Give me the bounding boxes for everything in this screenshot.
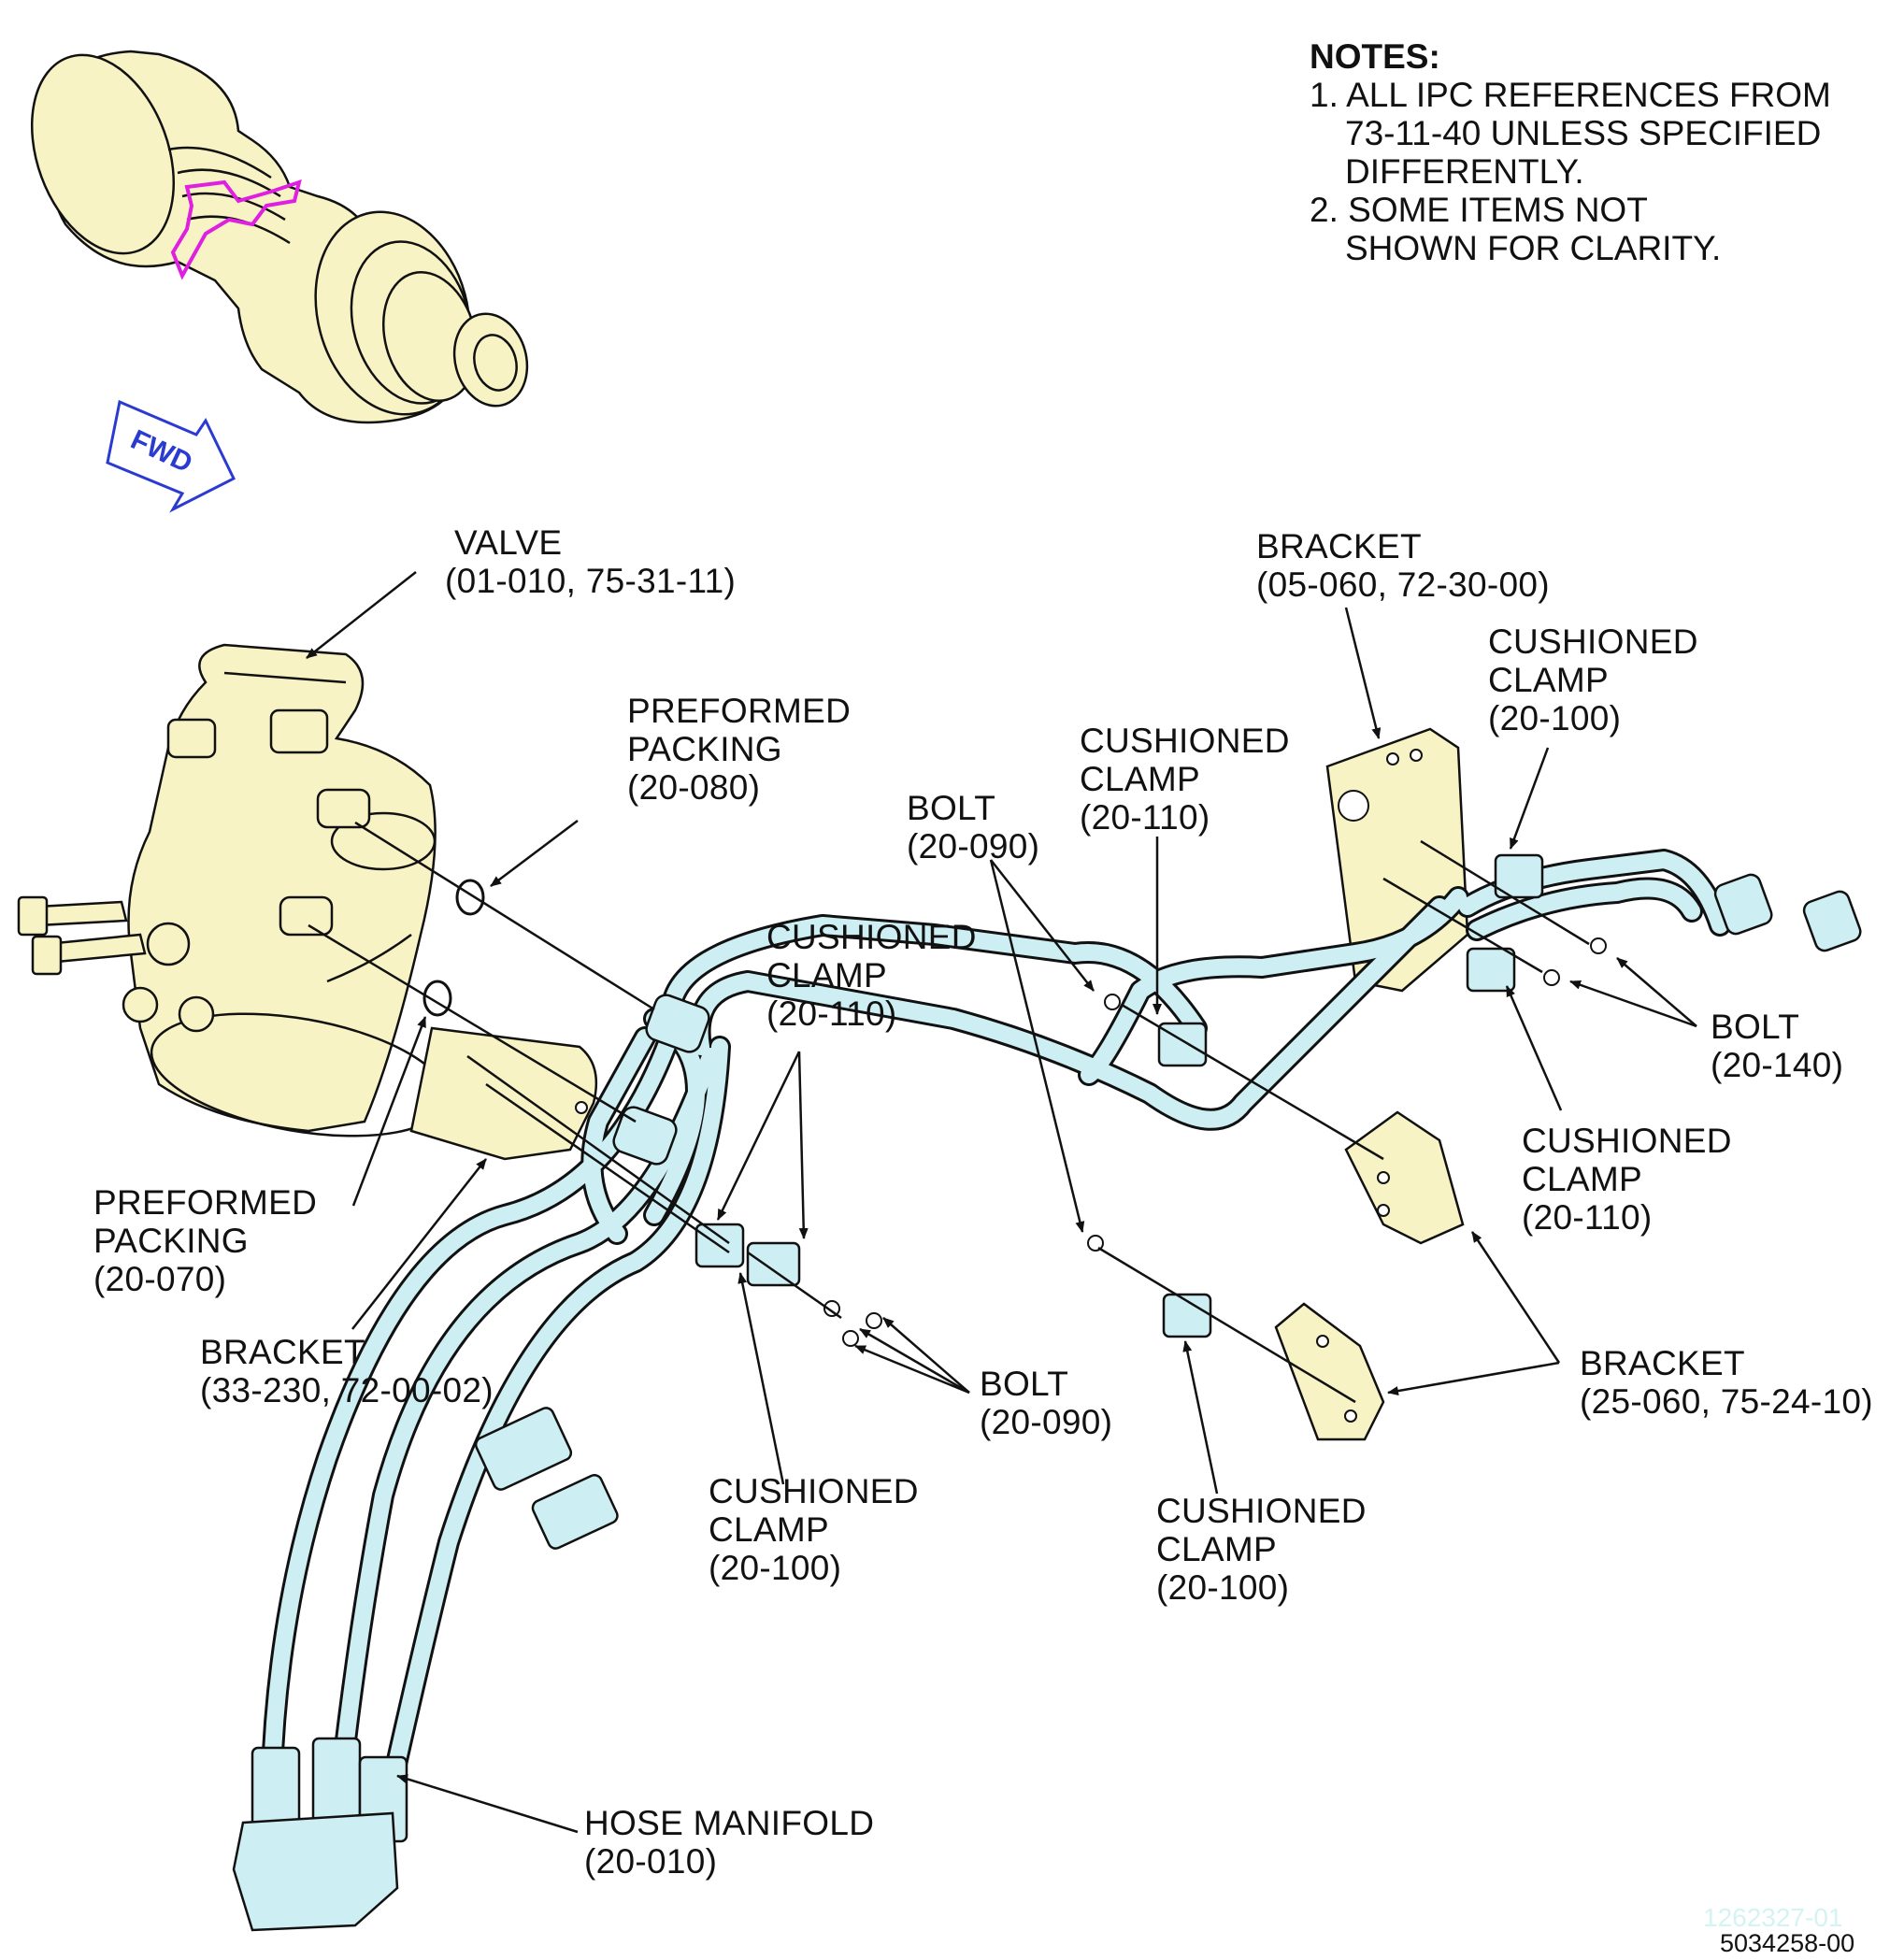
callout-bracket-25-060: BRACKET (25-060, 75-24-10) [1580, 1344, 1873, 1421]
callout-clamp-110-mid-l1: CUSHIONED [1080, 722, 1290, 760]
highlight-outline [170, 179, 302, 280]
callout-bracket-33-230-l1: BRACKET [200, 1333, 365, 1371]
callout-clamp-100-left-l1: CUSHIONED [709, 1472, 919, 1510]
callout-bolt-090-bottom-l2: (20-090) [980, 1403, 1113, 1441]
callout-clamp-100-top-l2: CLAMP [1488, 661, 1609, 699]
bracket-25-060-lower [1274, 1302, 1385, 1441]
callout-clamp-100-right-l3: (20-100) [1156, 1568, 1290, 1607]
callout-clamp-110-right-l3: (20-110) [1522, 1198, 1653, 1237]
callout-bolt-090-top-l1: BOLT [907, 789, 996, 827]
callout-bolt-090-bottom: BOLT (20-090) [980, 1365, 1112, 1441]
callout-hose-manifold-l2: (20-010) [584, 1842, 718, 1881]
callout-bracket-33-230: BRACKET (33-230, 72-00-02) [200, 1333, 494, 1409]
callout-clamp-100-right-l2: CLAMP [1156, 1530, 1277, 1568]
callout-clamp-100-right-l1: CUSHIONED [1156, 1492, 1367, 1530]
callout-clamp-110-left-l3: (20-110) [766, 994, 897, 1033]
callout-valve-ref: (01-010, 75-31-11) [445, 562, 737, 600]
note-1-line-3: DIFFERENTLY. [1345, 152, 1584, 191]
callout-bracket-25-060-l2: (25-060, 75-24-10) [1580, 1382, 1873, 1421]
callout-bolt-140-l1: BOLT [1711, 1008, 1800, 1046]
callout-bolt-140: BOLT (20-140) [1711, 1008, 1843, 1084]
callout-bracket-05-060: BRACKET (05-060, 72-30-00) [1256, 527, 1550, 604]
callout-packing-080-l3: (20-080) [627, 768, 761, 807]
note-2-line-2: SHOWN FOR CLARITY. [1345, 229, 1722, 267]
callout-clamp-100-left-l3: (20-100) [709, 1549, 842, 1587]
preformed-packing-070 [422, 980, 452, 1017]
callout-clamp-110-left: CUSHIONED CLAMP (20-110) [766, 918, 977, 1033]
callout-valve-name: VALVE [454, 523, 563, 562]
callout-clamp-100-top-l3: (20-100) [1488, 699, 1622, 737]
callout-valve: VALVE (01-010, 75-31-11) [445, 523, 736, 600]
preformed-packing-080 [455, 879, 485, 916]
note-2-line-1: 2. SOME ITEMS NOT [1310, 191, 1648, 229]
callout-packing-080: PREFORMED PACKING (20-080) [627, 692, 851, 807]
tube-assemblies [260, 849, 1731, 1834]
callout-clamp-100-top: CUSHIONED CLAMP (20-100) [1488, 622, 1698, 737]
callout-bolt-090-top-l2: (20-090) [907, 827, 1040, 866]
callout-clamp-100-left-l2: CLAMP [709, 1510, 829, 1549]
callout-hose-manifold: HOSE MANIFOLD (20-010) [584, 1804, 874, 1881]
notes-block: NOTES: 1. ALL IPC REFERENCES FROM 73-11-… [1310, 37, 1831, 267]
callout-hose-manifold-l1: HOSE MANIFOLD [584, 1804, 875, 1842]
callout-clamp-110-left-l2: CLAMP [766, 956, 887, 994]
callout-bracket-05-060-l2: (05-060, 72-30-00) [1256, 565, 1550, 604]
bracket-25-060-upper [1344, 1110, 1465, 1245]
callout-bolt-090-bottom-l1: BOLT [980, 1365, 1069, 1403]
figure-number: 5034258-00 [1720, 1929, 1855, 1957]
valve-illustration [17, 643, 449, 1137]
callout-clamp-110-mid: CUSHIONED CLAMP (20-110) [1080, 722, 1290, 837]
note-1-line-1: 1. ALL IPC REFERENCES FROM [1310, 76, 1831, 114]
callout-bracket-33-230-l2: (33-230, 72-00-02) [200, 1371, 494, 1409]
callout-clamp-110-mid-l2: CLAMP [1080, 760, 1200, 798]
bracket-33-230 [409, 1026, 598, 1161]
callout-clamp-100-right: CUSHIONED CLAMP (20-100) [1156, 1492, 1367, 1607]
callout-packing-080-l1: PREFORMED [627, 692, 852, 730]
callout-bracket-25-060-l1: BRACKET [1580, 1344, 1745, 1382]
callout-clamp-110-right-l1: CUSHIONED [1522, 1122, 1732, 1160]
callout-packing-080-l2: PACKING [627, 730, 782, 768]
callout-clamp-110-right-l2: CLAMP [1522, 1160, 1642, 1198]
hose-manifold-block [232, 1811, 399, 1932]
notes-heading: NOTES: [1310, 37, 1440, 76]
callout-packing-070-l1: PREFORMED [93, 1183, 318, 1222]
callout-clamp-110-mid-l3: (20-110) [1080, 798, 1210, 837]
fwd-arrow: FWD [106, 399, 236, 513]
callout-clamp-100-top-l1: CUSHIONED [1488, 622, 1698, 661]
callout-bolt-140-l2: (20-140) [1711, 1046, 1844, 1084]
callout-bracket-05-060-l1: BRACKET [1256, 527, 1422, 565]
engine-illustration [30, 50, 529, 424]
callout-clamp-110-right: CUSHIONED CLAMP (20-110) [1522, 1122, 1732, 1237]
callout-packing-070-l2: PACKING [93, 1222, 249, 1260]
figure-number-faint: 1262327-01 [1703, 1903, 1843, 1932]
callout-bolt-090-top: BOLT (20-090) [907, 789, 1039, 866]
callout-packing-070: PREFORMED PACKING (20-070) [93, 1183, 317, 1298]
callout-clamp-100-left: CUSHIONED CLAMP (20-100) [709, 1472, 919, 1587]
callout-packing-070-l3: (20-070) [93, 1260, 227, 1298]
note-1-line-2: 73-11-40 UNLESS SPECIFIED [1345, 114, 1822, 152]
callout-clamp-110-left-l1: CUSHIONED [766, 918, 977, 956]
